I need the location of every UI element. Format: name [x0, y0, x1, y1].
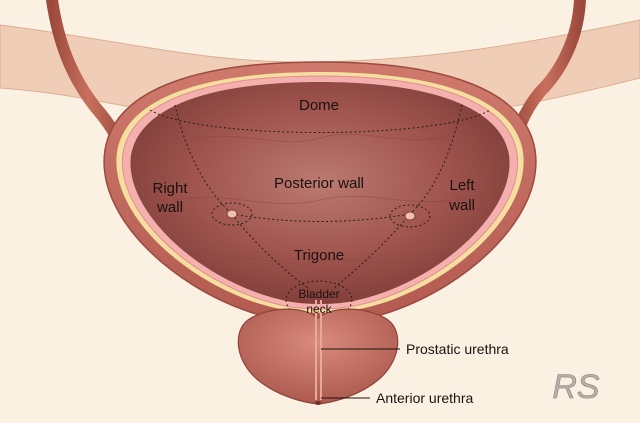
- trigone-right-edge: [231, 213, 309, 289]
- bladder-neck-label-line2: neck: [306, 302, 332, 316]
- watermark-logo: RS: [552, 368, 600, 406]
- trigone-label: Trigone: [294, 247, 344, 264]
- right-wall-label-line2: wall: [156, 199, 183, 216]
- left-wall-label-line1: Left: [449, 177, 475, 194]
- dome-label: Dome: [299, 97, 339, 114]
- trigone-left-edge: [333, 213, 411, 289]
- bladder-lumen: [130, 82, 510, 304]
- bladder-neck-label-line1: Bladder: [298, 287, 339, 301]
- anterior-urethra-label: Anterior urethra: [376, 390, 473, 406]
- left-wall-boundary: [409, 104, 463, 215]
- right-ureteric-orifice: [211, 202, 253, 226]
- right-wall-label-line1: Right: [152, 180, 188, 197]
- prostate: [237, 308, 399, 405]
- left-ureteric-orifice: [389, 204, 431, 228]
- prostatic-urethra-label: Prostatic urethra: [406, 341, 509, 357]
- dome-boundary: [149, 109, 491, 133]
- mucosal-folds: [174, 133, 466, 265]
- urethra-opening: [315, 401, 321, 405]
- urethra: [315, 300, 322, 400]
- posterior-wall-label: Posterior wall: [274, 175, 364, 192]
- left-wall-label-line2: wall: [448, 197, 475, 214]
- right-wall-boundary: [174, 104, 233, 215]
